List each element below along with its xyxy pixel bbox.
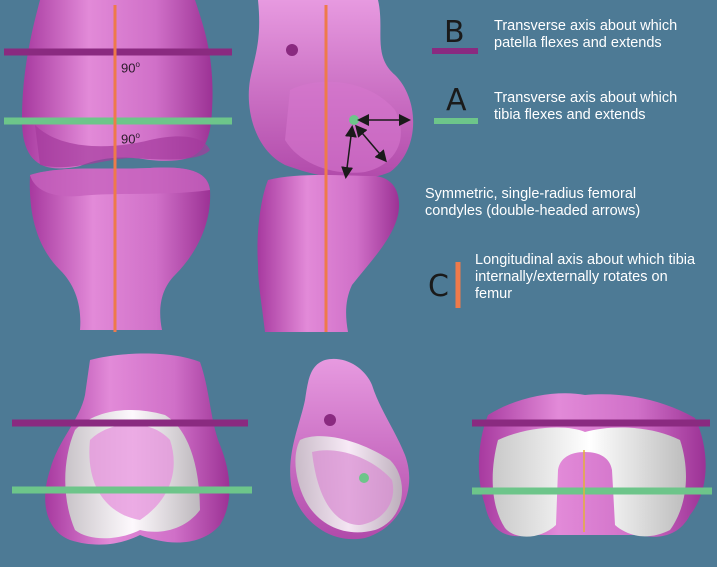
condyles-text: Symmetric, single-radius femoral condyle… <box>425 186 685 220</box>
side-knee-view <box>249 0 413 332</box>
patella-axis-point-bottom <box>324 414 336 426</box>
implant-side-view <box>290 359 409 539</box>
legend-b-text: Transverse axis about which patella flex… <box>494 18 699 52</box>
angle-label-lower: 90o <box>121 131 140 146</box>
legend-a-letter: A <box>446 86 467 116</box>
angle-label-upper: 90o <box>121 60 140 75</box>
legend-b-letter: B <box>444 18 465 48</box>
tibia-axis-point-bottom <box>359 473 369 483</box>
implant-front-view <box>45 354 229 545</box>
legend-a-text: Transverse axis about which tibia flexes… <box>494 90 694 124</box>
tibia-axis-point-side <box>349 115 359 125</box>
legend-c-letter: C <box>428 272 449 302</box>
side-tibia <box>257 175 399 332</box>
legend-c-text: Longitudinal axis about which tibia inte… <box>475 252 707 303</box>
implant-back-view <box>479 393 706 537</box>
patella-axis-point-side <box>286 44 298 56</box>
